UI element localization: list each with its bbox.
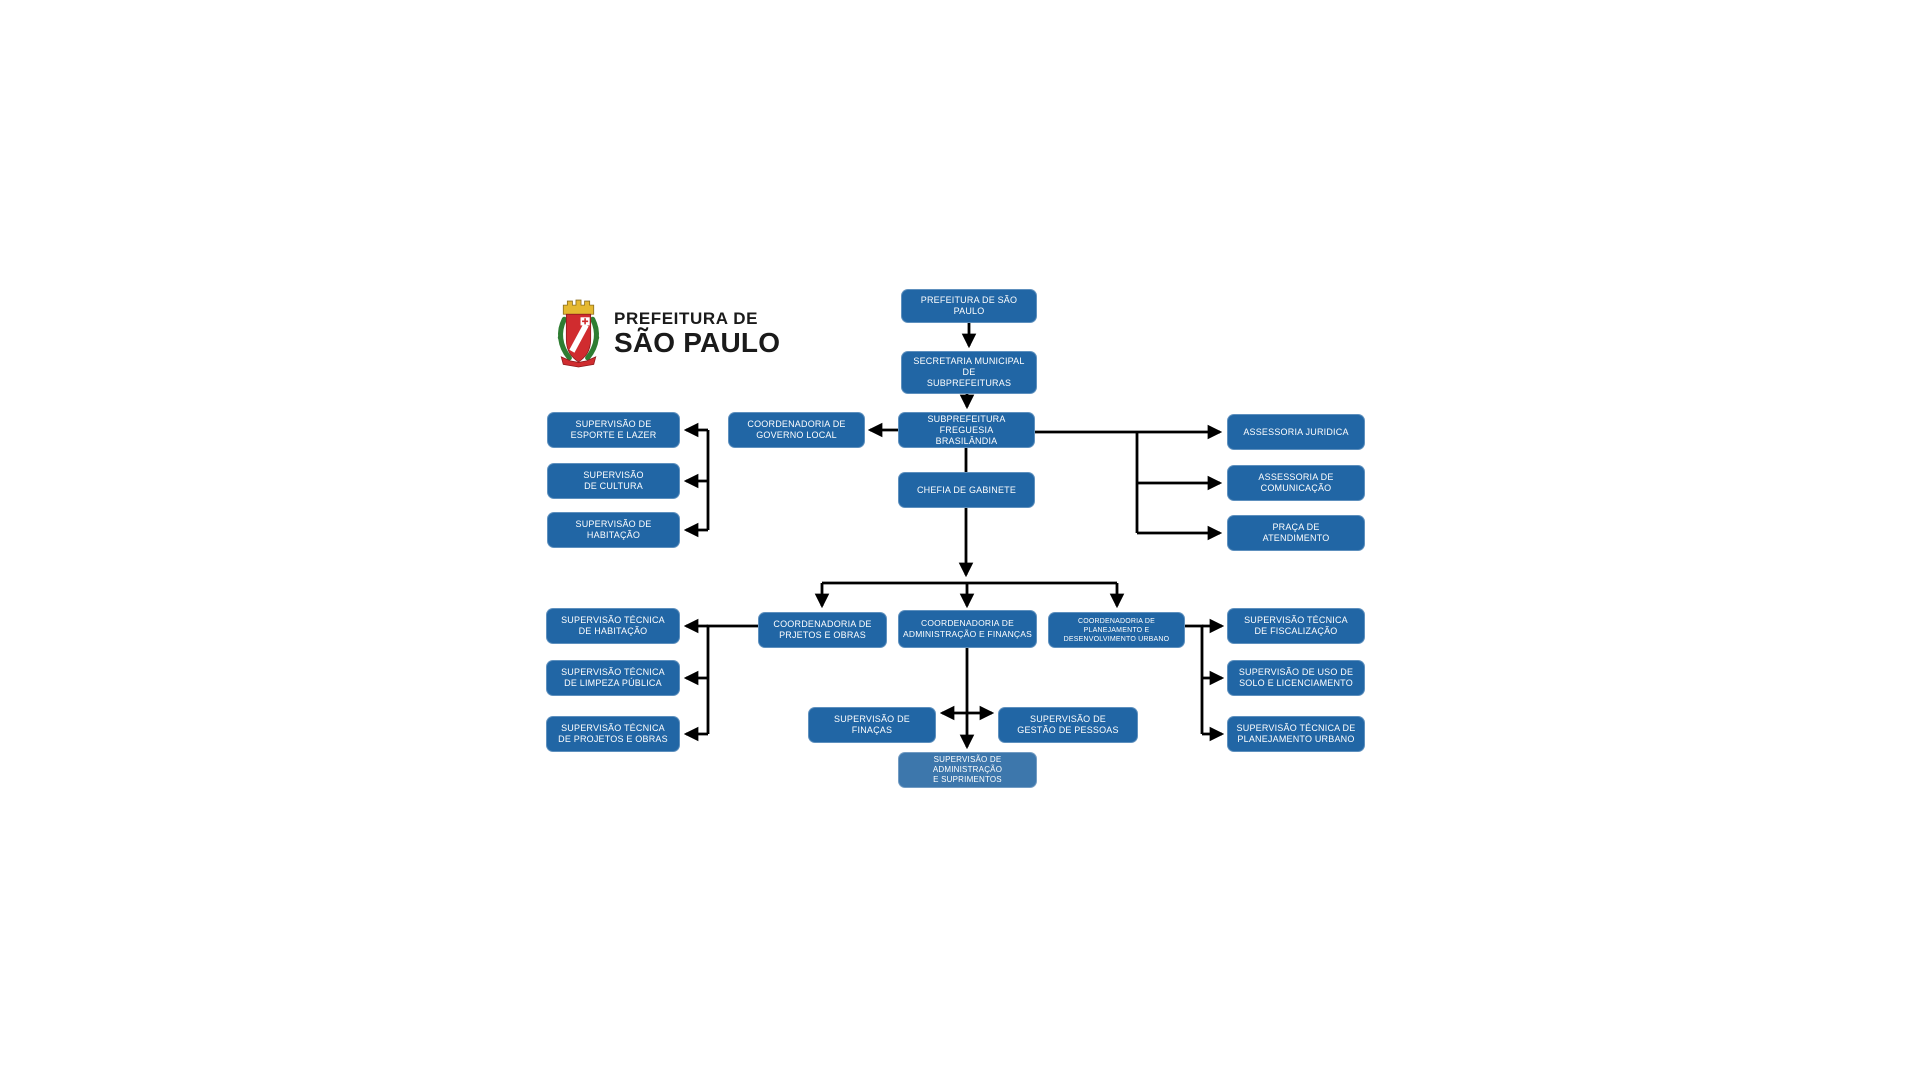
org-node-supervisao-tecnica-de-habitacao: SUPERVISÃO TÉCNICA DE HABITAÇÃO: [546, 608, 680, 644]
org-node-secretaria-municipal-de-subprefeituras: SECRETARIA MUNICIPAL DE SUBPREFEITURAS: [901, 351, 1037, 394]
org-node-supervisao-tecnica-de-limpeza-publica: SUPERVISÃO TÉCNICA DE LIMPEZA PÚBLICA: [546, 660, 680, 696]
prefeitura-sao-paulo-logo: PREFEITURA DE SÃO PAULO: [556, 297, 780, 368]
org-node-supervisao-tecnica-de-planejamento-urbano: SUPERVISÃO TÉCNICA DE PLANEJAMENTO URBAN…: [1227, 716, 1365, 752]
org-node-prefeitura-de-sao-paulo: PREFEITURA DE SÃO PAULO: [901, 289, 1037, 323]
org-node-chefia-de-gabinete: CHEFIA DE GABINETE: [898, 472, 1035, 508]
org-node-supervisao-de-administracao-e-suprimentos: SUPERVISÃO DE ADMINISTRAÇÃO E SUPRIMENTO…: [898, 752, 1037, 788]
logo-line1: PREFEITURA DE: [614, 309, 759, 328]
org-node-coordenadoria-de-planejamento-e-desenvolvimento-urbano: COORDENADORIA DE PLANEJAMENTO E DESENVOL…: [1048, 612, 1185, 648]
org-node-supervisao-de-esporte-e-lazer: SUPERVISÃO DE ESPORTE E LAZER: [547, 412, 680, 448]
org-node-supervisao-tecnica-de-fiscalizacao: SUPERVISÃO TÉCNICA DE FISCALIZAÇÃO: [1227, 608, 1365, 644]
org-node-supervisao-de-uso-de-solo-e-licenciamento: SUPERVISÃO DE USO DE SOLO E LICENCIAMENT…: [1227, 660, 1365, 696]
org-node-subprefeitura-freguesia-brasilandia: SUBPREFEITURA FREGUESIA BRASILÂNDIA: [898, 412, 1035, 448]
org-node-supervisao-de-gestao-de-pessoas: SUPERVISÃO DE GESTÃO DE PESSOAS: [998, 707, 1138, 743]
org-node-supervisao-de-finacas: SUPERVISÃO DE FINAÇAS: [808, 707, 936, 743]
org-node-assessoria-juridica: ASSESSORIA JURIDICA: [1227, 414, 1365, 450]
org-node-coordenadoria-de-governo-local: COORDENADORIA DE GOVERNO LOCAL: [728, 412, 865, 448]
sao-paulo-coat-of-arms-icon: [557, 299, 600, 368]
logo-line2: SÃO PAULO: [614, 327, 781, 358]
org-node-praca-de-atendimento: PRAÇA DE ATENDIMENTO: [1227, 515, 1365, 551]
org-node-coordenadoria-de-prjetos-e-obras: COORDENADORIA DE PRJETOS E OBRAS: [758, 612, 887, 648]
org-node-supervisao-de-habitacao: SUPERVISÃO DE HABITAÇÃO: [547, 512, 680, 548]
logo-wordmark: PREFEITURA DE SÃO PAULO: [614, 309, 781, 358]
org-node-supervisao-tecnica-de-projetos-e-obras: SUPERVISÃO TÉCNICA DE PROJETOS E OBRAS: [546, 716, 680, 752]
org-node-assessoria-de-comunicacao: ASSESSORIA DE COMUNICAÇÃO: [1227, 465, 1365, 501]
org-node-supervisao-de-cultura: SUPERVISÃO DE CULTURA: [547, 463, 680, 499]
org-node-coordenadoria-de-administracao-e-financas: COORDENADORIA DE ADMINISTRAÇÃO E FINANÇA…: [898, 610, 1037, 648]
